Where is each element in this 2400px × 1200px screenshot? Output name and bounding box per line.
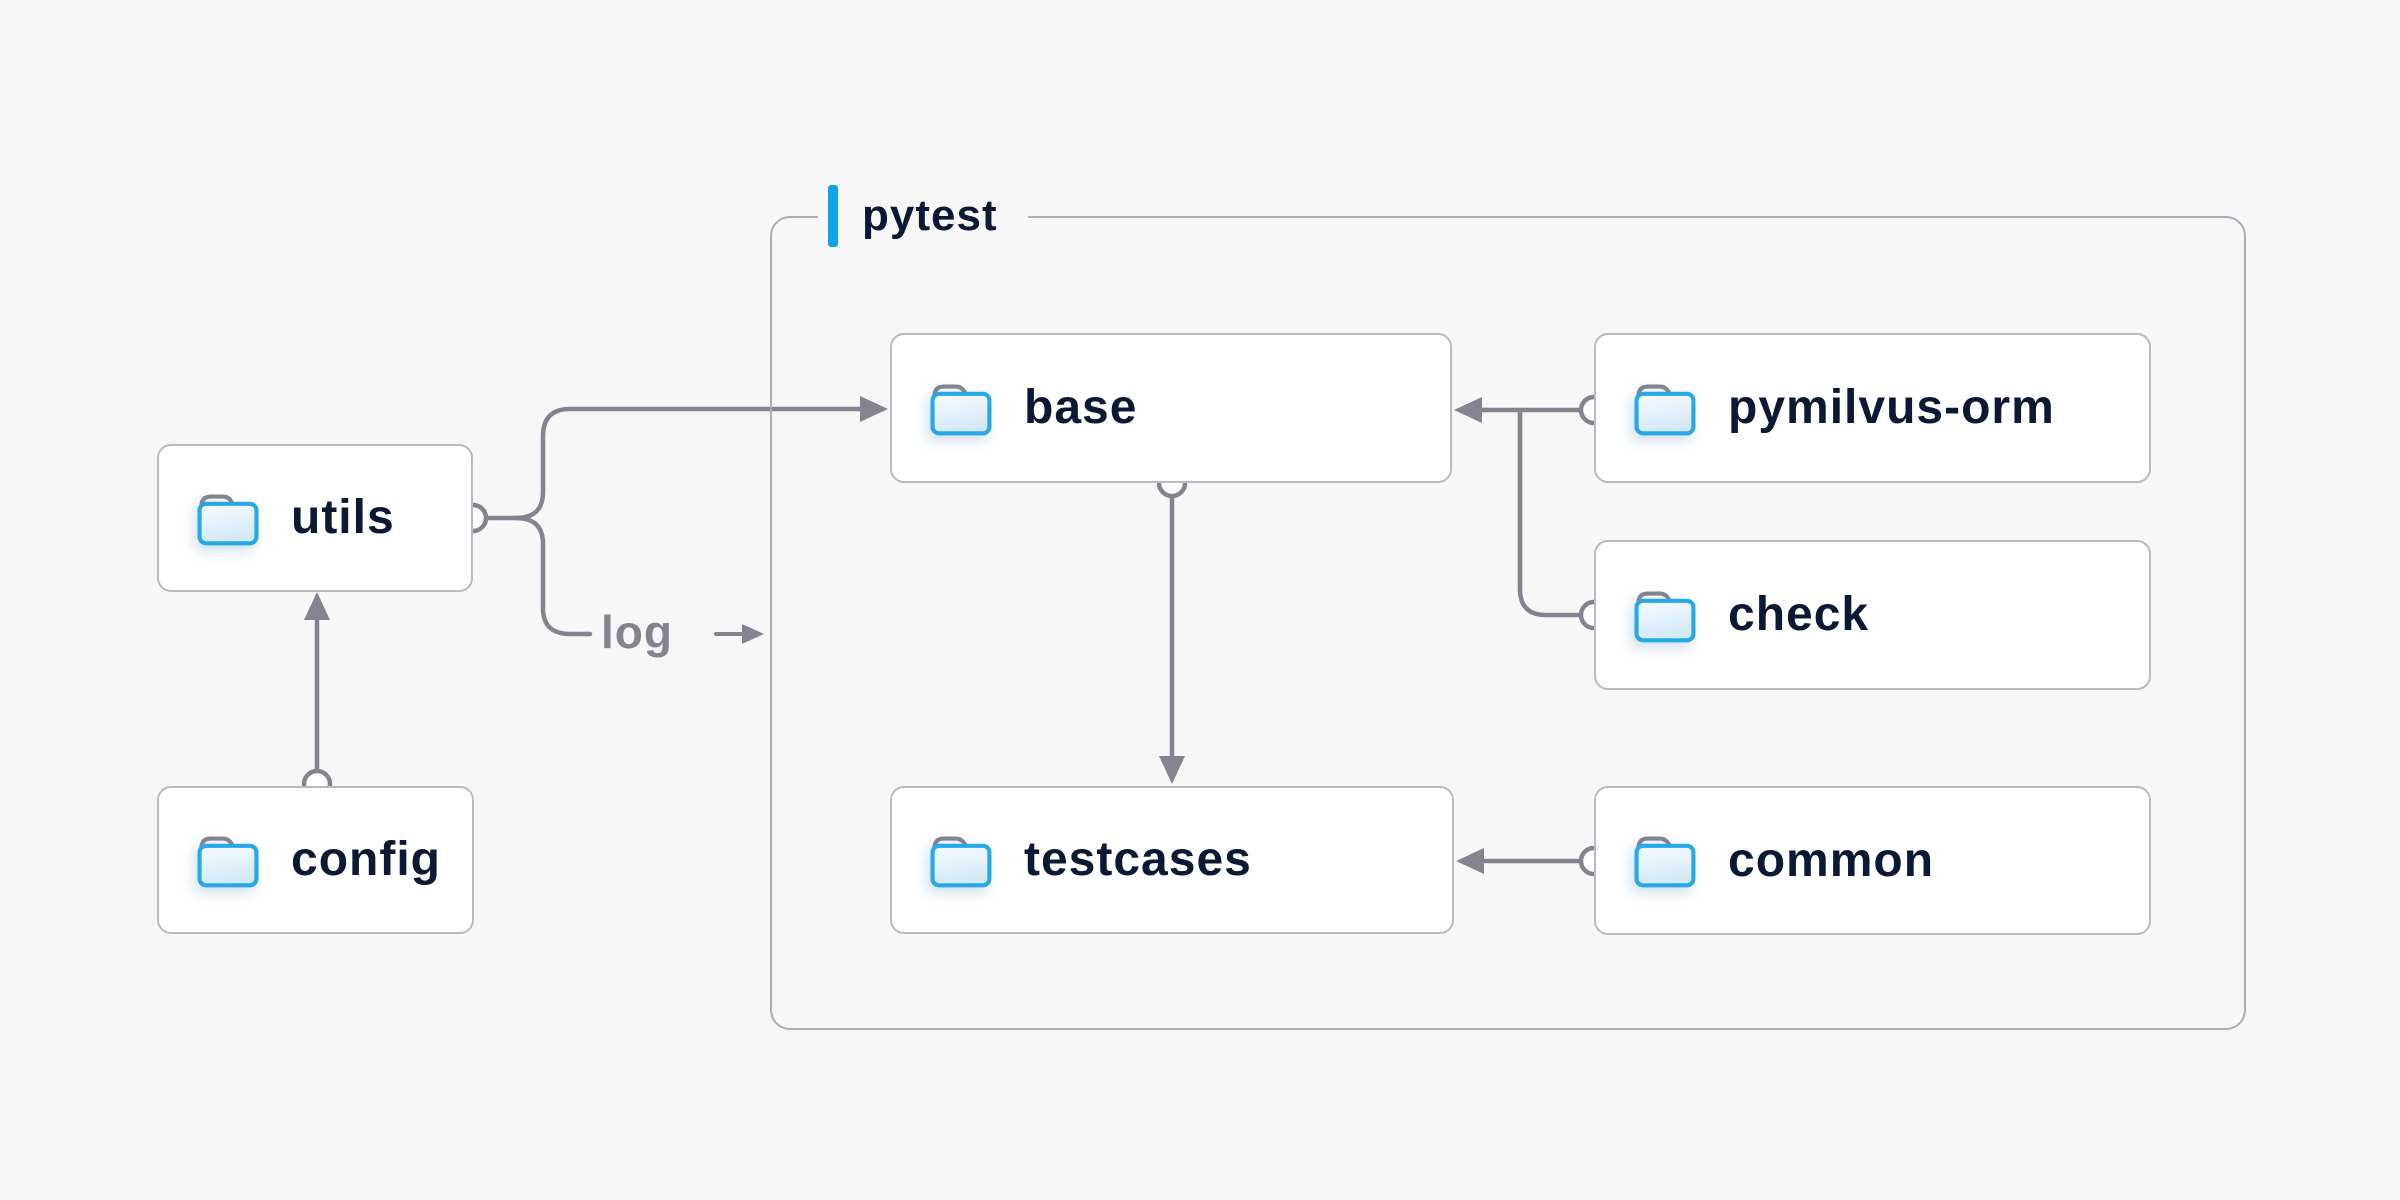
edge-utils-log bbox=[513, 515, 593, 637]
pytest-group-label: pytest bbox=[818, 185, 1028, 247]
blue-accent-bar bbox=[828, 185, 838, 247]
node-testcases[interactable]: testcases bbox=[890, 786, 1454, 934]
node-base[interactable]: base bbox=[890, 333, 1452, 483]
folder-icon bbox=[928, 832, 994, 889]
node-label-utils: utils bbox=[291, 491, 395, 544]
node-label-check: check bbox=[1728, 588, 1870, 641]
node-label-base: base bbox=[1024, 381, 1138, 434]
pytest-group-container bbox=[770, 216, 2246, 1030]
folder-icon bbox=[195, 832, 261, 889]
node-common[interactable]: common bbox=[1594, 786, 2151, 935]
folder-icon bbox=[195, 490, 261, 547]
node-label-testcases: testcases bbox=[1024, 833, 1252, 886]
node-check[interactable]: check bbox=[1594, 540, 2151, 690]
folder-icon bbox=[1632, 380, 1698, 437]
folder-icon bbox=[1632, 832, 1698, 889]
arrowhead-log bbox=[742, 624, 764, 644]
group-title: pytest bbox=[862, 191, 998, 240]
node-label-config: config bbox=[291, 833, 441, 886]
node-config[interactable]: config bbox=[157, 786, 474, 934]
node-label-common: common bbox=[1728, 833, 1935, 887]
edge-label-log: log bbox=[601, 606, 673, 659]
node-utils[interactable]: utils bbox=[157, 444, 473, 592]
node-label-pymilvus-orm: pymilvus-orm bbox=[1728, 381, 2055, 434]
node-pymilvus-orm[interactable]: pymilvus-orm bbox=[1594, 333, 2151, 483]
folder-icon bbox=[1632, 587, 1698, 644]
folder-icon bbox=[928, 380, 994, 437]
arrowhead-into-utils bbox=[304, 592, 330, 620]
